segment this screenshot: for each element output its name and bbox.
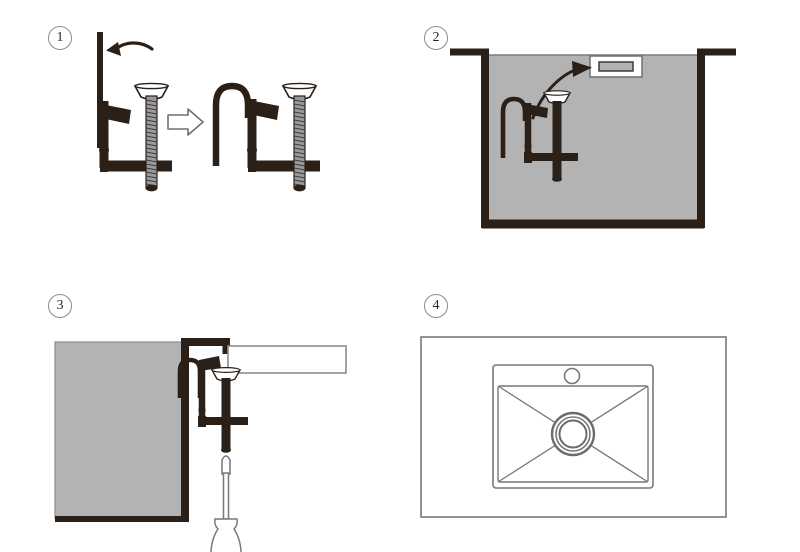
sink-wall xyxy=(54,338,230,522)
step-panel-1: 1 xyxy=(0,0,400,276)
countertop xyxy=(227,345,347,374)
step-panel-4: 4 xyxy=(400,276,800,552)
clamp-body-hooked xyxy=(212,82,320,172)
drain-opening xyxy=(550,411,596,457)
clamp-assembly xyxy=(500,90,578,182)
screwdriver xyxy=(210,455,242,552)
step-panel-2: 2 xyxy=(400,0,800,276)
bend-arrow-icon xyxy=(106,41,154,56)
step-2-illustration xyxy=(400,0,800,276)
step-number-badge-1: 1 xyxy=(48,26,72,50)
step-4-illustration xyxy=(400,276,800,552)
step-panel-3: 3 xyxy=(0,276,400,552)
transform-arrow-icon xyxy=(167,108,204,136)
step-1-illustration xyxy=(0,0,400,276)
clamp-assembly xyxy=(177,356,248,453)
faucet-hole xyxy=(563,367,581,385)
step-number-badge-3: 3 xyxy=(48,294,72,318)
thumb-screw-left xyxy=(133,82,170,192)
sink-basin-section xyxy=(450,48,736,229)
step-number-badge-4: 4 xyxy=(424,294,448,318)
step-number-badge-2: 2 xyxy=(424,26,448,50)
step-3-illustration xyxy=(0,276,400,552)
thumb-screw-right xyxy=(281,82,318,192)
mounting-slot xyxy=(589,55,643,78)
clamp-body-straight xyxy=(97,32,172,172)
